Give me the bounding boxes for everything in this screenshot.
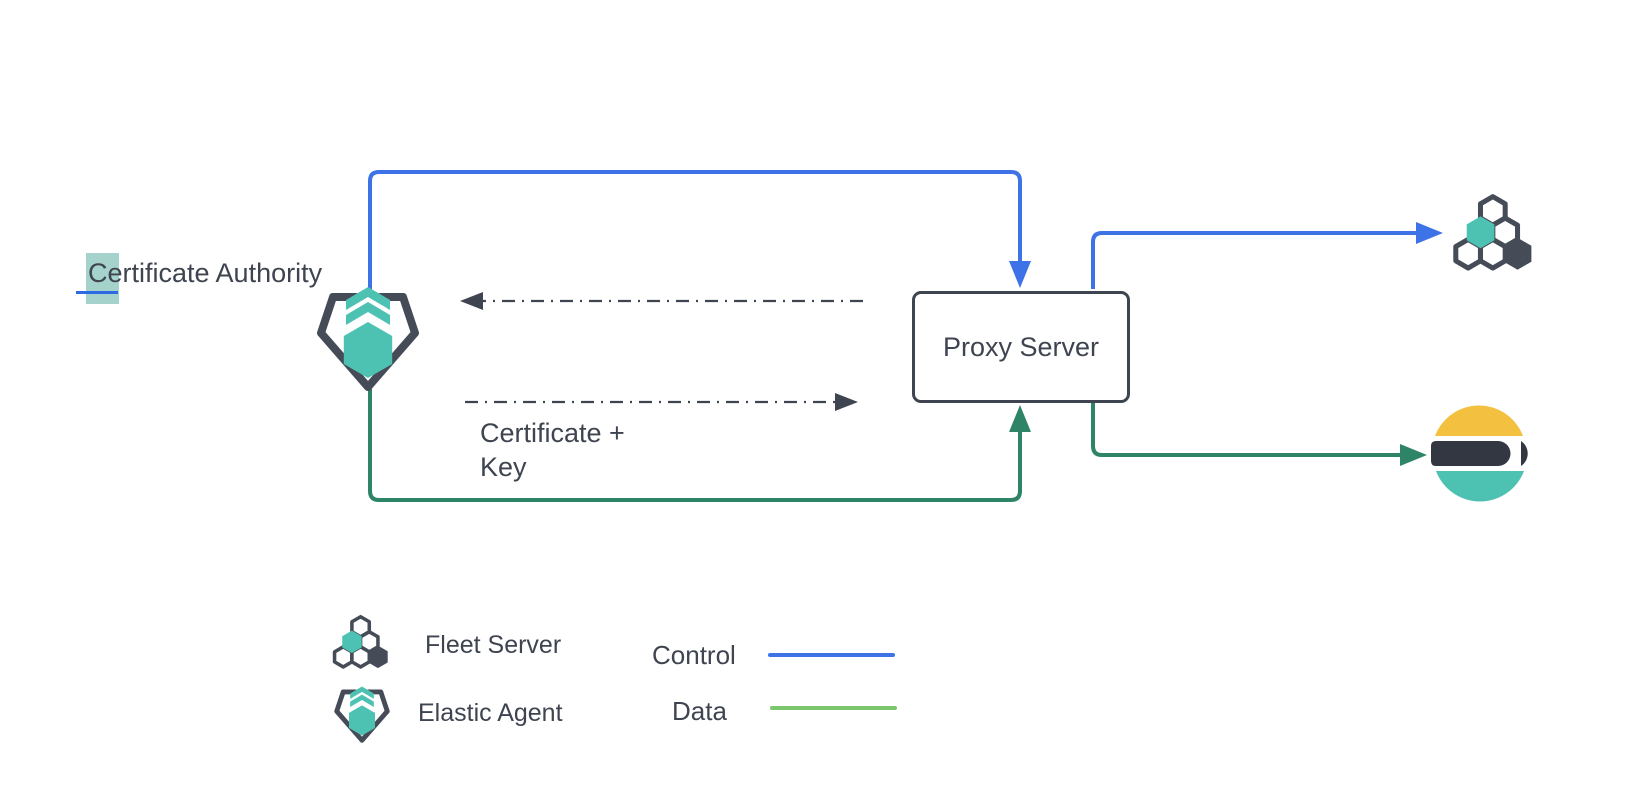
certificate-key-line2: Key [480,452,527,482]
certificate-authority-label[interactable]: Certificate Authority [88,257,322,289]
fleet-server-icon[interactable] [1450,186,1534,282]
cert-key-dashed-arrow[interactable] [465,393,858,411]
control-path-agent-to-proxy[interactable] [368,170,1031,290]
certificate-key-label[interactable]: Certificate + Key [480,416,625,484]
control-path-proxy-to-fleet[interactable] [1091,222,1443,289]
elasticsearch-logo-icon[interactable] [1428,403,1536,505]
selected-character: C [88,258,108,288]
legend-data-label: Data [672,696,727,726]
arrowhead-right [835,393,858,411]
hexagon-teal [1466,216,1495,249]
text-cursor-underline [76,291,118,294]
es-logo-middle-bar [1431,441,1511,466]
chevron-up-icon [346,287,390,310]
arrowhead-left [460,292,483,310]
es-logo-bottom-arc [1436,471,1524,502]
elastic-agent-icon[interactable] [316,286,420,392]
legend-fleet-server-icon[interactable] [328,612,392,674]
arrowhead-up [1009,405,1031,432]
arrowhead-down [1009,261,1031,288]
legend-fleet-server-label: Fleet Server [425,631,562,659]
legend-elastic-agent-icon[interactable] [334,686,390,743]
label-rest: ertificate Authority [107,258,323,288]
data-path-proxy-to-elasticsearch[interactable] [1091,403,1427,466]
legend-data-line-sample [770,706,897,710]
cert-request-dashed-arrow[interactable] [460,292,863,310]
text-selection-highlight [86,253,119,304]
proxy-server-label: Proxy Server [942,331,1100,362]
arrowhead-right [1400,444,1427,466]
hexagon-dark [1503,237,1532,270]
chevron-up-icon [346,302,390,325]
proxy-server-box[interactable]: Proxy Server [912,291,1130,403]
es-logo-top-arc [1435,405,1523,436]
legend-elastic-agent-label: Elastic Agent [418,699,563,727]
arrowhead-right [1416,222,1443,244]
legend-control-label: Control [652,640,736,670]
legend-control-line-sample [768,653,895,657]
certificate-key-line1: Certificate + [480,418,625,448]
hexagon-core [343,322,393,378]
data-path-agent-to-proxy[interactable] [368,389,1031,502]
es-logo-right-wedge [1521,441,1528,466]
